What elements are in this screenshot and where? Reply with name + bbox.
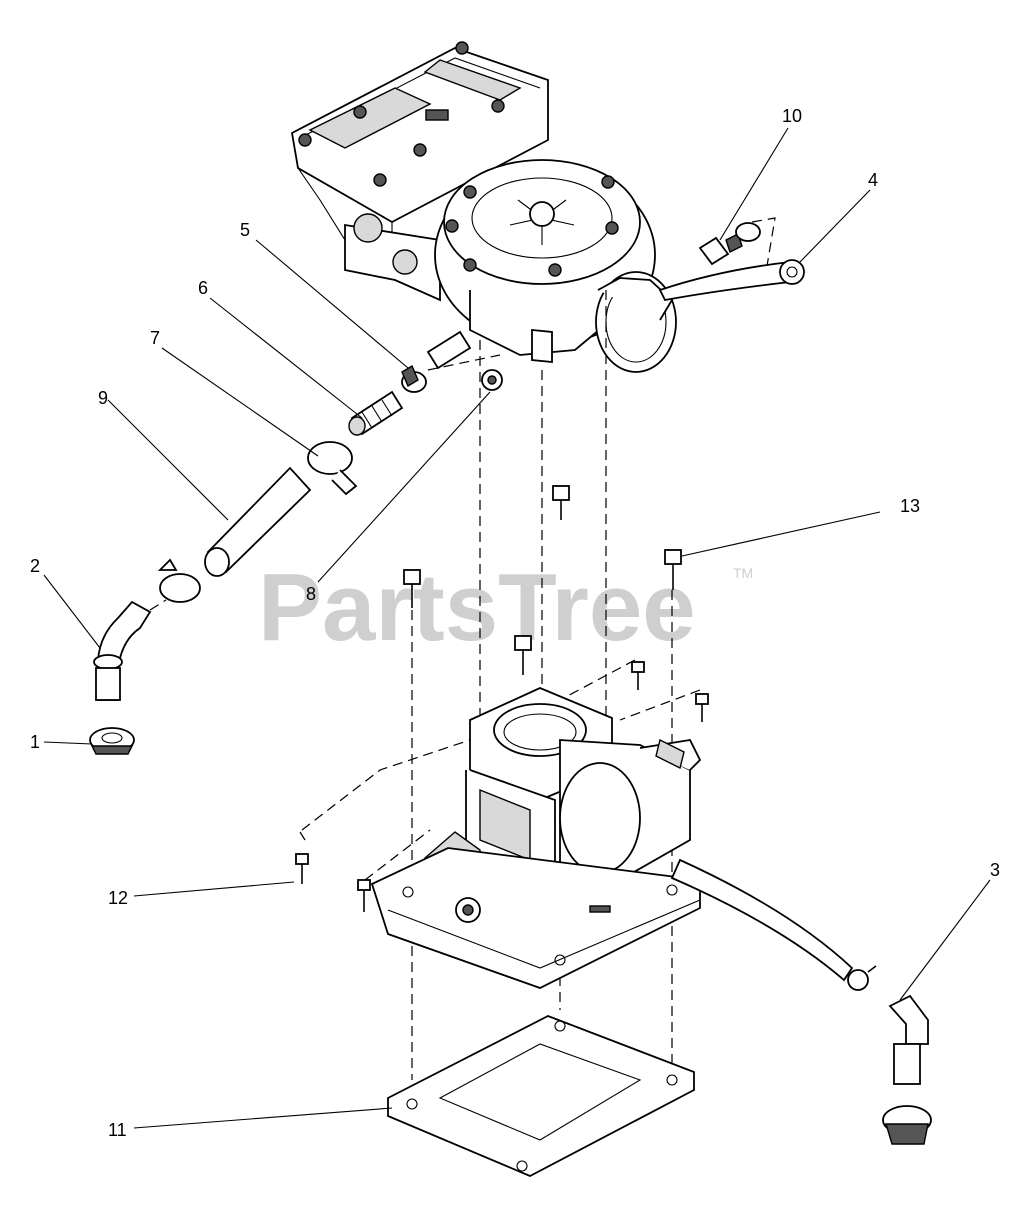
part-10-fitting [698,217,776,279]
callout-9: 9 [98,388,108,408]
bolt-top-center [552,485,570,520]
bolt-13 [664,549,682,590]
bolt-right-lower [695,693,709,722]
part-5-fitting [401,330,472,393]
throttle-body-assembly [370,687,702,989]
part-11-gasket [387,1015,695,1177]
bolts [295,485,709,912]
part-2-elbow [93,600,152,701]
part-1-grommet [89,727,135,755]
bolt-left [403,569,421,608]
callout-12: 12 [108,888,128,908]
alignment-lines [149,290,701,1170]
leader-lines [43,127,991,1129]
callout-4: 4 [868,170,878,190]
upper-housing-assembly [291,41,677,373]
callout-7: 7 [150,328,160,348]
bolt-mid [514,635,532,675]
part-3-fuel-line [670,858,932,1145]
part-8-grommet [481,369,503,391]
callout-2: 2 [30,556,40,576]
callout-11: 11 [108,1120,127,1140]
watermark-trademark: TM [733,565,753,581]
bolt-12b [357,879,371,912]
left-clamp [157,558,201,603]
part-4-hose [658,259,805,302]
callout-10: 10 [782,106,802,126]
bolt-right-upper [631,661,645,690]
callout-3: 3 [990,860,1000,880]
watermark-text: PartsTree [258,554,696,661]
bolt-12 [295,853,309,884]
callout-13: 13 [900,496,920,516]
part-6-barb [348,390,404,436]
callout-6: 6 [198,278,208,298]
callout-1: 1 [30,732,40,752]
part-7-clamp [307,441,358,496]
callout-labels: 1 2 3 4 5 6 7 8 9 10 11 12 13 [30,106,1000,1140]
callout-5: 5 [240,220,250,240]
callout-8: 8 [306,584,316,604]
part-9-hose [204,466,312,577]
